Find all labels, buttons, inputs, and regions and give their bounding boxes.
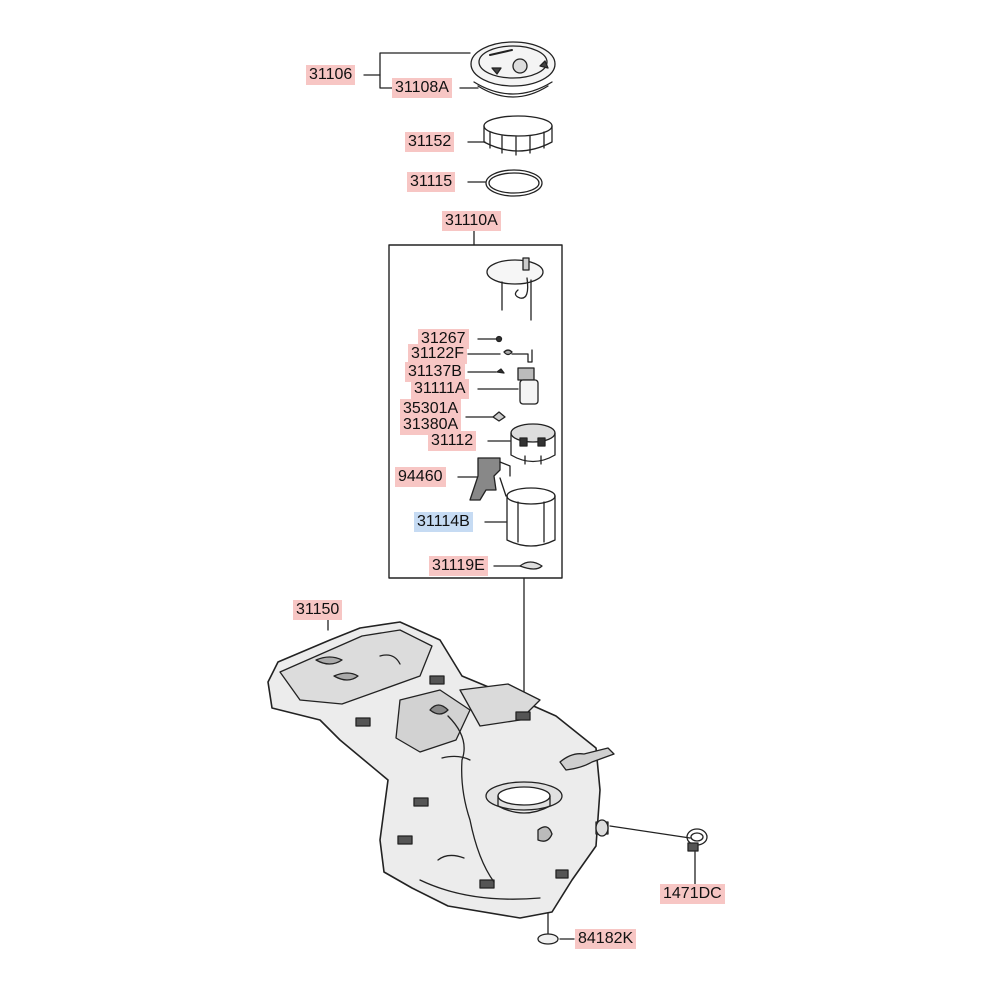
part-label-31380A[interactable]: 31380A [400, 415, 462, 435]
hose-clamp-part [686, 828, 708, 852]
part-label-31112[interactable]: 31112 [428, 431, 477, 451]
lock-ring-part [483, 115, 553, 156]
part-label-31108A[interactable]: 31108A [392, 78, 452, 98]
part-label-31150[interactable]: 31150 [293, 600, 343, 620]
pump-module-components [469, 257, 556, 570]
part-label-31122F[interactable]: 31122F [408, 344, 468, 364]
leader-lines [327, 52, 696, 940]
part-label-31106[interactable]: 31106 [306, 65, 356, 85]
fuel-tank-body [267, 621, 615, 919]
part-label-31111A[interactable]: 31111A [411, 379, 469, 399]
part-label-31119E[interactable]: 31119E [429, 556, 488, 576]
part-label-31152[interactable]: 31152 [405, 132, 455, 152]
pump-module-assembly-box [388, 244, 563, 579]
drain-plug-part [537, 933, 559, 945]
part-label-31110A[interactable]: 31110A [442, 211, 501, 231]
gasket-part [485, 169, 543, 197]
part-label-31114B[interactable]: 31114B [414, 512, 473, 532]
cover-plate-part [470, 41, 556, 98]
part-label-1471DC[interactable]: 1471DC [660, 884, 725, 904]
part-label-84182K[interactable]: 84182K [575, 929, 637, 949]
part-label-31137B[interactable]: 31137B [405, 362, 465, 382]
part-label-35301A[interactable]: 35301A [400, 399, 462, 419]
part-label-31115[interactable]: 31115 [407, 172, 456, 192]
part-label-94460[interactable]: 94460 [395, 467, 446, 487]
